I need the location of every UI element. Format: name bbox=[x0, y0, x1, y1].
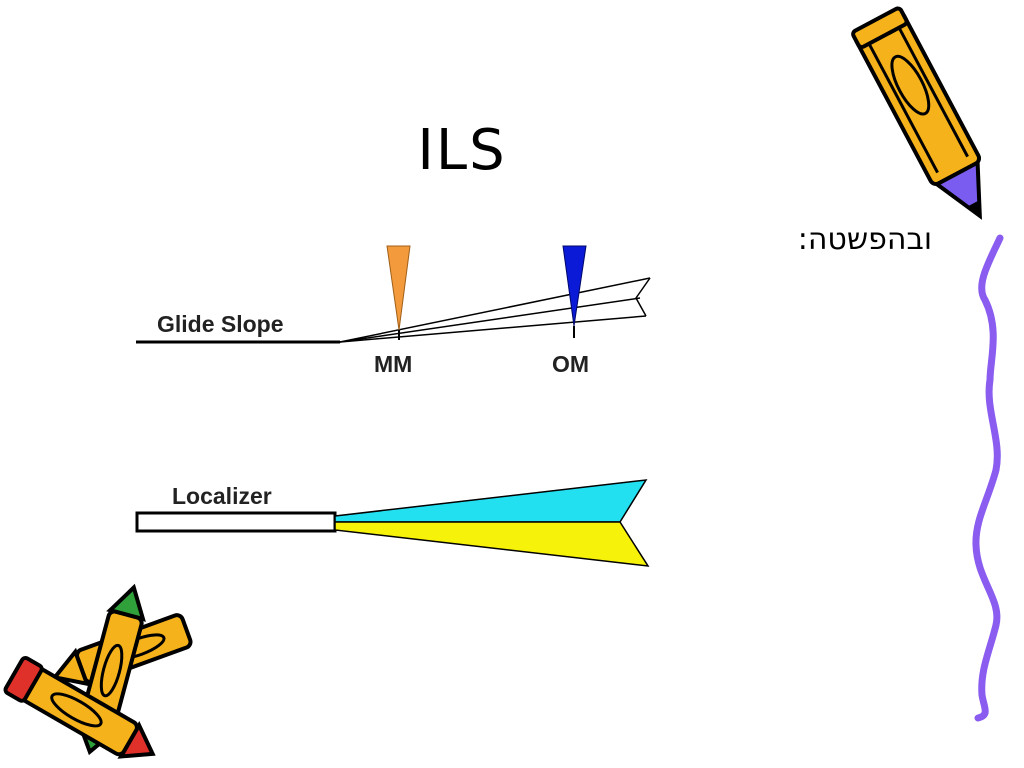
localizer-runway bbox=[135, 511, 337, 533]
localizer-label: Localizer bbox=[172, 483, 272, 509]
localizer-diagram: Localizer bbox=[135, 479, 650, 567]
crayon-top-right-icon bbox=[851, 6, 982, 220]
mm-marker-label: MM bbox=[374, 351, 412, 377]
wavy-border bbox=[972, 234, 1004, 722]
slide-title: ILS bbox=[417, 118, 507, 183]
glide-slope-beam bbox=[339, 277, 651, 343]
om-marker-cone bbox=[562, 245, 587, 327]
localizer-beam-lower bbox=[334, 521, 650, 567]
glide-slope-diagram: Glide Slope MM OM bbox=[136, 245, 651, 377]
om-marker-label: OM bbox=[552, 351, 589, 377]
mm-marker-cone bbox=[386, 245, 411, 331]
crayons-bottom-left-icon bbox=[3, 583, 193, 759]
slide-subtitle: ובהפשטה: bbox=[797, 222, 932, 257]
glide-slope-label: Glide Slope bbox=[157, 311, 284, 337]
localizer-beam-upper bbox=[334, 479, 648, 523]
